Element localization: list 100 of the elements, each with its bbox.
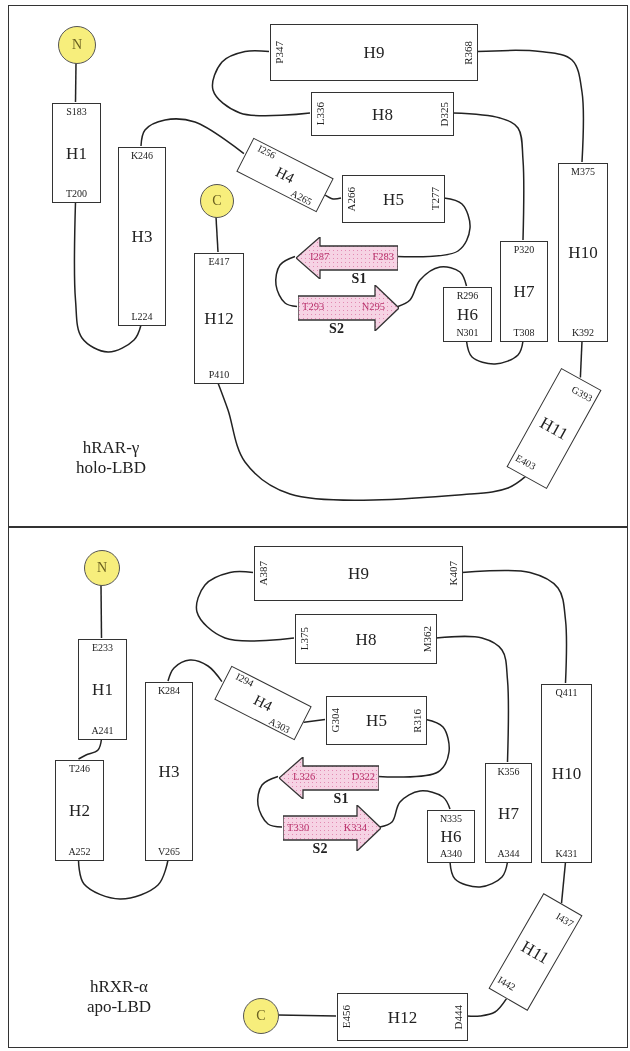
helix-label: H8 (372, 105, 393, 123)
helix-box (485, 763, 532, 863)
helix-label: H10 (551, 765, 582, 782)
residue-label: D322 (351, 772, 375, 783)
residue-label: L336 (315, 102, 326, 126)
helix-box (443, 287, 492, 342)
residue-label: K246 (130, 151, 154, 161)
terminus-circle: C (200, 184, 234, 218)
loop-connector (140, 118, 245, 155)
loop-connector (211, 50, 311, 117)
loop-connector (435, 635, 510, 763)
loop-connector (461, 569, 568, 684)
loop-connector (579, 340, 583, 379)
residue-label: T200 (65, 189, 88, 199)
residue-label: A340 (439, 849, 463, 859)
helix-box (558, 163, 608, 342)
helix-label: H3 (158, 763, 180, 780)
terminus-circle: N (58, 26, 96, 64)
residue-label: K431 (555, 849, 578, 859)
panel-frame (8, 527, 628, 1048)
loop-connector (301, 718, 326, 724)
helix-label: H12 (387, 1008, 418, 1026)
residue-label: A241 (91, 726, 114, 736)
loop-connector (257, 775, 283, 828)
helix-label: H1 (66, 144, 87, 162)
residue-label: I442 (494, 972, 518, 995)
residue-label: F283 (372, 252, 394, 263)
residue-label: A387 (258, 561, 269, 586)
helix-box (254, 546, 463, 601)
residue-label: K392 (571, 328, 595, 338)
helix-label: H11 (537, 413, 571, 443)
residue-label: A344 (497, 849, 520, 859)
residue-label: K334 (343, 822, 367, 834)
residue-label: T330 (287, 822, 310, 834)
residue-label: R368 (463, 40, 474, 65)
residue-label: D325 (439, 101, 450, 127)
helix-box (55, 760, 104, 861)
helix-box (194, 253, 244, 384)
loop-connector (466, 997, 508, 1017)
residue-label: E456 (341, 1005, 352, 1029)
residue-label: N295 (361, 302, 385, 313)
helix-box (52, 103, 101, 203)
residue-label: I256 (255, 141, 279, 163)
strand-label: S1 (333, 791, 349, 806)
residue-label: N335 (439, 814, 463, 824)
helix-label: H5 (366, 712, 387, 729)
residue-label: E403 (512, 450, 539, 474)
residue-label: T277 (430, 187, 441, 211)
helix-label: H11 (518, 937, 552, 967)
residue-label: T293 (302, 302, 325, 313)
residue-label: M362 (422, 625, 433, 653)
loop-connector (465, 340, 524, 365)
residue-label: D444 (453, 1004, 464, 1030)
residue-label: L375 (299, 627, 310, 651)
loop-connector (73, 201, 142, 353)
loop-connector (195, 570, 295, 642)
residue-label: A252 (68, 847, 91, 857)
loop-connector (167, 659, 223, 683)
residue-label: M375 (571, 167, 595, 177)
loop-connector (100, 584, 103, 639)
strand-label: S1 (351, 271, 367, 286)
residue-label: P320 (513, 245, 535, 255)
helix-box (311, 92, 454, 136)
loop-connector (275, 255, 298, 308)
residue-label: K284 (157, 686, 181, 696)
residue-label: Q411 (555, 688, 578, 698)
strand-label: S2 (312, 842, 328, 856)
residue-label: L326 (293, 772, 316, 783)
strand-label: S2 (329, 321, 344, 336)
helix-box (337, 993, 468, 1041)
beta-strand-ribbon (283, 805, 381, 851)
loop-connector (277, 1014, 337, 1017)
helix-label: H1 (92, 681, 113, 698)
helix-label: H6 (440, 828, 462, 845)
loop-connector (77, 738, 103, 760)
residue-label: A266 (346, 186, 357, 212)
helix-label: H4 (273, 164, 297, 187)
loop-connector (397, 266, 468, 308)
residue-label: G304 (330, 708, 341, 733)
helix-box (270, 24, 478, 81)
residue-label: A303 (266, 714, 293, 738)
residue-label: P410 (208, 370, 230, 380)
loop-connector (74, 62, 77, 103)
residue-label: I287 (310, 252, 330, 263)
residue-label: L224 (131, 312, 153, 322)
loop-connector (379, 790, 451, 828)
loop-connector (452, 112, 525, 241)
helix-label: H7 (498, 804, 519, 822)
residue-label: A265 (288, 186, 315, 210)
panel-title: hRXR-α apo-LBD (85, 977, 153, 1017)
loop-connector (449, 861, 509, 888)
loop-connector (560, 861, 567, 905)
residue-label: K356 (497, 767, 520, 777)
helix-box (295, 614, 437, 664)
helix-box (326, 696, 427, 745)
residue-label: P347 (274, 41, 285, 64)
helix-label: H7 (513, 283, 535, 300)
loop-connector (215, 216, 219, 253)
helix-label: H8 (355, 630, 377, 648)
panel-frame (8, 5, 628, 527)
